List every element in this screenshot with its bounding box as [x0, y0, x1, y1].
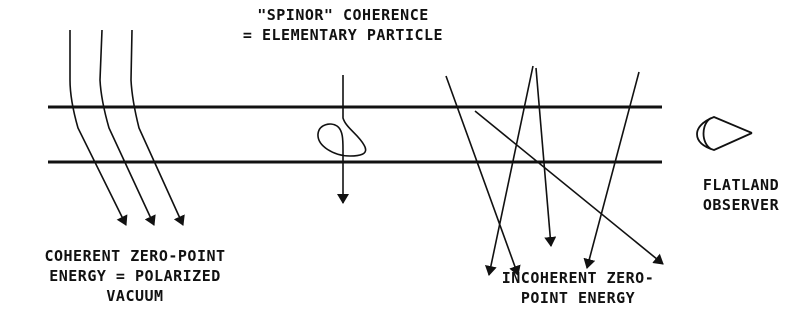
incoherent-arrow-4 — [583, 71, 640, 269]
incoherent-arrows — [445, 65, 664, 276]
spinor-loop — [317, 75, 367, 157]
incoherent-arrow-1 — [484, 65, 534, 276]
eye-icon — [696, 116, 753, 151]
observer-label-line2: OBSERVER — [702, 196, 780, 214]
coherent-label-line3: VACUUM — [106, 287, 164, 305]
spinor-particle — [317, 75, 367, 204]
coherent-arrow-1 — [69, 30, 128, 226]
incoherent-label-line1: INCOHERENT ZERO- — [501, 269, 655, 287]
coherent-label: COHERENT ZERO-POINT ENERGY = POLARIZED V… — [4, 246, 266, 306]
coherent-label-line2: ENERGY = POLARIZED — [49, 267, 221, 285]
coherent-arrow-2 — [99, 29, 156, 226]
spinor-label-line1: "SPINOR" COHERENCE — [257, 6, 429, 24]
observer-label: FLATLAND OBSERVER — [680, 175, 802, 215]
incoherent-label-line2: POINT ENERGY — [520, 289, 636, 307]
spinor-label: "SPINOR" COHERENCE = ELEMENTARY PARTICLE — [218, 5, 468, 45]
coherent-arrows — [69, 29, 185, 226]
incoherent-arrow-5 — [474, 110, 664, 265]
spinor-label-line2: = ELEMENTARY PARTICLE — [242, 26, 444, 44]
observer-label-line1: FLATLAND — [702, 176, 780, 194]
coherent-label-line1: COHERENT ZERO-POINT — [44, 247, 226, 265]
incoherent-arrow-3 — [535, 67, 557, 247]
coherent-arrow-3 — [130, 29, 185, 226]
incoherent-arrow-2 — [445, 75, 521, 276]
incoherent-label: INCOHERENT ZERO- POINT ENERGY — [484, 268, 672, 308]
